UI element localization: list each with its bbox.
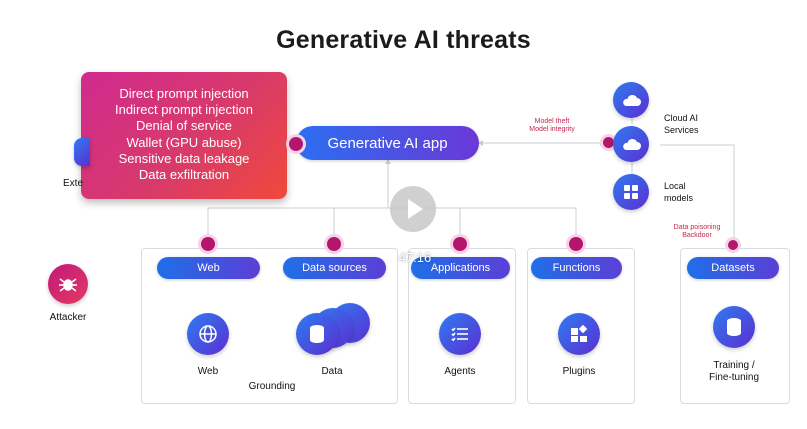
database-icon [713, 306, 755, 348]
model-threat-dot [603, 137, 614, 148]
web-label: Web [197, 366, 219, 377]
agents-list-icon [439, 313, 481, 355]
data-threat-line2: Backdoor [682, 232, 712, 239]
data-threat-annotation: Data poisoning Backdoor [664, 224, 730, 240]
datasets-link-line [660, 144, 735, 244]
data-threat-line1: Data poisoning [673, 224, 721, 231]
training-label: Training / Fine-tuning [696, 360, 772, 384]
app-threat-dot [289, 137, 303, 151]
datasets-pill: Datasets [687, 257, 779, 279]
external-source-icon [74, 138, 90, 166]
datasets-threat-dot [728, 240, 738, 250]
external-source-label: Exte [63, 178, 84, 189]
applications-threat-dot [453, 237, 467, 251]
diagram-title: Generative AI threats [276, 26, 531, 54]
video-timecode: 47:16 [398, 250, 432, 265]
threat-list-box: Direct prompt injection Indirect prompt … [81, 72, 287, 199]
globe-icon [187, 313, 229, 355]
threat-item: Denial of service [135, 118, 233, 134]
local-models-icon [613, 174, 649, 210]
threat-item: Direct prompt injection [119, 86, 249, 101]
database-icon [296, 313, 338, 355]
data-label: Data [321, 366, 343, 377]
cloud-icon [613, 126, 649, 162]
local-label-line1: Local [664, 181, 686, 191]
threat-item: Indirect prompt injection [114, 102, 253, 118]
generative-ai-app-pill: Generative AI app [296, 126, 479, 160]
functions-pill: Functions [531, 257, 622, 279]
training-label-line2: Fine-tuning [708, 372, 760, 383]
model-threat-line1: Model theft [534, 118, 570, 125]
web-threat-dot [201, 237, 215, 251]
local-label-line2: models [664, 193, 694, 203]
threat-item: Data exfiltration [138, 167, 230, 183]
threat-list: Direct prompt injection Indirect prompt … [81, 72, 287, 183]
cloud-label-line1: Cloud AI [664, 113, 699, 123]
threat-item: Sensitive data leakage [118, 150, 250, 166]
data-sources-threat-dot [327, 237, 341, 251]
attacker-label: Attacker [49, 312, 87, 323]
cloud-icon [613, 82, 649, 118]
plugins-label: Plugins [562, 366, 596, 377]
data-sources-pill: Data sources [283, 257, 386, 279]
model-threat-annotation: Model theft Model integrity [516, 118, 588, 134]
plugins-icon [558, 313, 600, 355]
grounding-label: Grounding [248, 381, 296, 392]
threat-item: Wallet (GPU abuse) [126, 134, 242, 150]
cloud-label-line2: Services [664, 125, 699, 135]
applications-pill: Applications [411, 257, 510, 279]
cloud-ai-services-label: Cloud AI Services [664, 112, 699, 136]
play-button[interactable] [390, 186, 436, 232]
web-pill: Web [157, 257, 260, 279]
attacker-icon [48, 264, 88, 304]
functions-threat-dot [569, 237, 583, 251]
model-threat-line2: Model integrity [529, 126, 575, 133]
training-label-line1: Training / [713, 360, 755, 371]
agents-label: Agents [444, 366, 476, 377]
local-models-label: Local models [664, 180, 693, 204]
